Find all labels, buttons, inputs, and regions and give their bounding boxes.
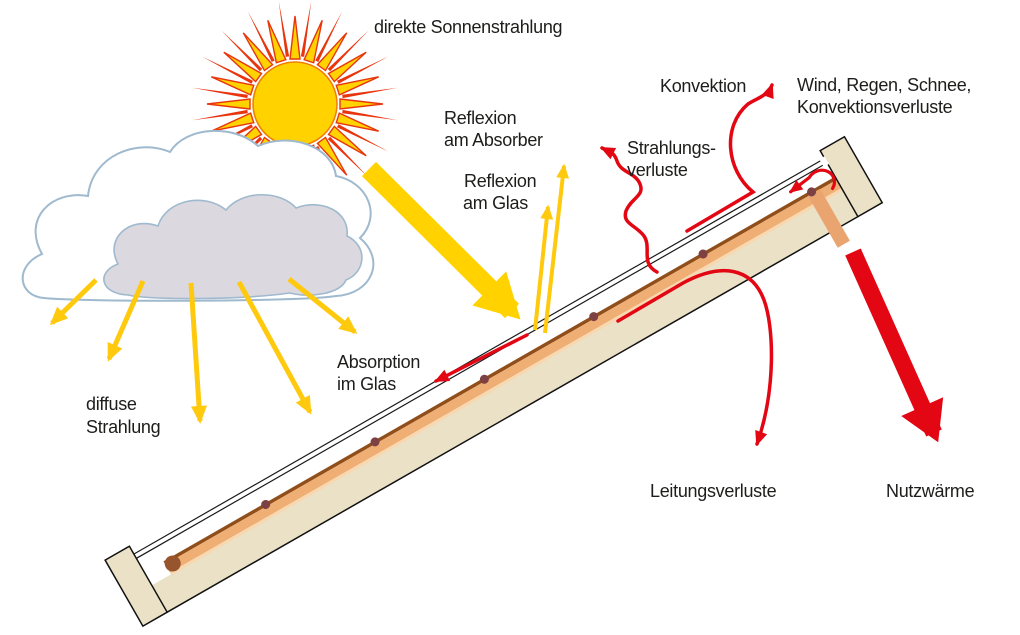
frame-cap-upper: [819, 135, 884, 218]
label-reflection-glass-2: am Glas: [463, 193, 528, 213]
sun-disc: [252, 61, 338, 147]
label-radiation-losses-1: Strahlungs-: [627, 138, 716, 158]
label-diffuse-radiation-2: Strahlung: [86, 417, 160, 437]
labels: direkte Sonnenstrahlung Reflexion am Abs…: [86, 17, 975, 501]
rivet-dot: [261, 499, 271, 509]
reflection-glass-arrow: [533, 204, 554, 331]
frame-bottom-edge: [166, 215, 859, 613]
insulation: [151, 189, 858, 613]
label-reflection-glass-1: Reflexion: [464, 171, 536, 191]
frame-cap-lower: [104, 545, 169, 628]
label-wind-2: Konvektionsverluste: [797, 97, 953, 117]
radiation-loss-arrow: [600, 146, 659, 274]
label-convection: Konvektion: [660, 76, 746, 96]
label-direct-radiation: direkte Sonnenstrahlung: [374, 17, 562, 37]
rivet-dot: [807, 187, 817, 197]
label-reflection-absorber-2: am Absorber: [444, 130, 543, 150]
rivet-dot: [698, 249, 708, 259]
diffuse-ray-1: [49, 278, 98, 326]
cloud-inner: [103, 193, 363, 300]
diffuse-ray-2: [106, 280, 146, 362]
lower-end-notch: [136, 547, 171, 586]
absorption-glass-arrow: [434, 333, 529, 383]
diffuse-ray-4: [236, 280, 313, 415]
label-reflection-absorber-1: Reflexion: [444, 108, 516, 128]
label-absorption-glass-1: Absorption: [337, 352, 420, 372]
rivet-dot: [589, 312, 599, 322]
label-useful-heat: Nutzwärme: [886, 481, 975, 501]
diffuse-ray-5: [287, 277, 358, 334]
absorber-highlight: [169, 187, 844, 576]
diffuse-ray-3: [188, 282, 208, 424]
upper-end-notch: [819, 156, 829, 168]
direct-beam-arrow: [361, 161, 521, 320]
label-wind-1: Wind, Regen, Schnee,: [797, 75, 971, 95]
useful-heat-arrow: [845, 248, 944, 443]
diffuse-rays: [49, 277, 358, 424]
label-radiation-losses-2: verluste: [627, 160, 688, 180]
convection-arrow: [685, 83, 774, 233]
absorber-coating-line: [163, 176, 837, 565]
manifold-pipe-end: [164, 555, 181, 572]
rivet-dot: [479, 374, 489, 384]
cloud-icon: [21, 129, 375, 302]
riser-pipe: [807, 188, 850, 248]
rivet-dots: [261, 187, 817, 509]
absorber-plate: [165, 179, 842, 573]
label-conduction-losses: Leitungsverluste: [650, 481, 777, 501]
label-diffuse-radiation-1: diffuse: [86, 394, 137, 414]
reflection-absorber-arrow: [543, 163, 570, 334]
conduction-loss-arrow: [616, 269, 774, 446]
rivet-dot: [370, 437, 380, 447]
label-absorption-glass-2: im Glas: [337, 374, 396, 394]
internal-convection-loop-arrow: [789, 168, 836, 194]
red-arrows: [600, 83, 774, 446]
